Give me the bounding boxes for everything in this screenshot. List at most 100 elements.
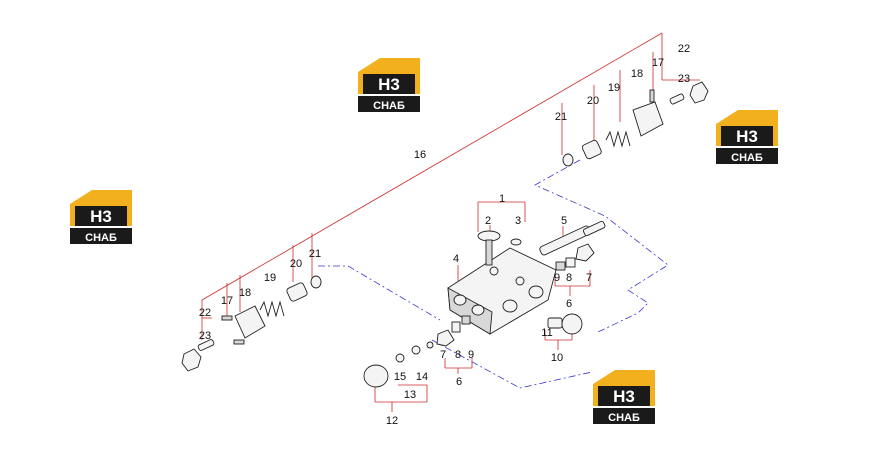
plug-7-right — [575, 243, 595, 262]
callout-2: 2 — [485, 215, 491, 227]
company-logo: Н3 СНАБ — [358, 58, 420, 112]
plug-10 — [561, 313, 583, 335]
callout-13: 13 — [404, 389, 416, 401]
logo-mark: Н3 — [613, 387, 635, 406]
logo-wordmark: СНАБ — [85, 232, 117, 244]
nut-22-left — [181, 348, 202, 372]
callout-17-left: 17 — [221, 295, 233, 307]
logo-wordmark: СНАБ — [373, 100, 405, 112]
callouts: 1 2 3 4 5 6 6 7 7 8 8 9 9 10 11 12 13 14… — [199, 43, 690, 427]
port-4 — [528, 285, 544, 299]
company-logo: Н3 СНАБ — [593, 370, 655, 424]
company-logo: Н3 СНАБ — [716, 110, 778, 164]
callout-10: 10 — [551, 352, 563, 364]
logo-house-inner — [598, 386, 650, 406]
bore-top — [489, 266, 499, 276]
callout-9-bottom: 9 — [468, 349, 474, 361]
port-2 — [471, 304, 485, 316]
callout-22-top: 22 — [678, 43, 690, 55]
pin-17-left — [221, 315, 233, 321]
callout-4: 4 — [453, 253, 459, 265]
flow-line-bottom — [431, 339, 593, 389]
logo-band — [358, 96, 420, 112]
callout-5: 5 — [561, 215, 567, 227]
logo-mark: Н3 — [90, 207, 112, 226]
callout-23-top: 23 — [678, 73, 690, 85]
callout-18-top: 18 — [631, 68, 643, 80]
cap-12 — [363, 364, 389, 388]
logo-house-inner — [75, 206, 127, 226]
poppet-20-top — [581, 139, 602, 160]
flow-lines — [318, 159, 669, 389]
callout-12: 12 — [386, 415, 398, 427]
callout-21-left: 21 — [309, 248, 321, 260]
logo-band — [70, 228, 132, 244]
logo-wordmark: СНАБ — [731, 152, 763, 164]
shaft-2 — [485, 239, 493, 266]
callout-8-bottom: 8 — [455, 349, 461, 361]
callout-21-top: 21 — [555, 111, 567, 123]
seat-9-bottom — [461, 315, 471, 325]
callout-22-left: 22 — [199, 307, 211, 319]
nut-22-top — [689, 81, 709, 104]
callout-19-top: 19 — [608, 82, 620, 94]
spring-19-left — [259, 300, 285, 318]
logo-mark: Н3 — [378, 75, 400, 94]
port-1 — [453, 294, 467, 306]
logo-band — [593, 408, 655, 424]
logo-band — [716, 148, 778, 164]
o-ring-13 — [426, 341, 434, 349]
screw-23-top — [669, 93, 685, 105]
logo-mark: Н3 — [736, 127, 758, 146]
flow-line-right — [534, 159, 669, 333]
spring-seat-9-right — [555, 261, 566, 271]
spring-19-top — [605, 130, 631, 148]
callout-16: 16 — [414, 149, 426, 161]
o-ring-15 — [395, 353, 405, 363]
callout-14: 14 — [416, 371, 428, 383]
bore-top-2 — [515, 276, 525, 286]
callout-11: 11 — [541, 327, 552, 339]
callout-18-left: 18 — [239, 287, 251, 299]
callout-7-bottom: 7 — [440, 349, 446, 361]
poppet-20-left — [286, 282, 308, 302]
o-ring-3 — [510, 238, 522, 246]
relief-cartridge-top — [562, 81, 709, 167]
leader-lines — [201, 32, 700, 412]
callout-20-top: 20 — [587, 95, 599, 107]
relief-cartridge-left — [181, 275, 322, 372]
callout-6-bottom: 6 — [456, 376, 462, 388]
port-3 — [502, 299, 518, 313]
callout-8-right: 8 — [566, 272, 572, 284]
flow-line-left — [318, 265, 441, 321]
cover-plate-2 — [477, 230, 501, 242]
logo-house-inner — [363, 74, 415, 94]
spring-8-bottom — [451, 321, 461, 333]
company-logo: Н3 СНАБ — [70, 190, 132, 244]
callout-6-right: 6 — [566, 298, 572, 310]
o-ring-21-left — [310, 275, 322, 289]
plug-7-bottom — [436, 329, 455, 347]
callout-7-right: 7 — [586, 272, 592, 284]
callout-17-top: 17 — [652, 57, 664, 69]
callout-1: 1 — [499, 193, 505, 205]
screw-23-left — [197, 339, 215, 351]
housing-18-top — [632, 101, 664, 137]
pin-17-top — [649, 89, 655, 103]
leader-16-main — [201, 32, 663, 301]
logo-house-inner — [721, 126, 773, 146]
spool-5-end — [582, 220, 606, 237]
callout-23-left: 23 — [199, 330, 211, 342]
valve-body — [363, 220, 606, 388]
callout-3: 3 — [515, 215, 521, 227]
housing-18-left — [234, 305, 266, 339]
spring-8-right — [565, 257, 576, 268]
pin-17b-left — [233, 339, 245, 345]
logo-wordmark: СНАБ — [608, 412, 640, 424]
o-ring-21-top — [562, 153, 574, 167]
callout-15: 15 — [394, 371, 406, 383]
o-ring-14 — [411, 345, 421, 355]
callout-19-left: 19 — [264, 272, 276, 284]
